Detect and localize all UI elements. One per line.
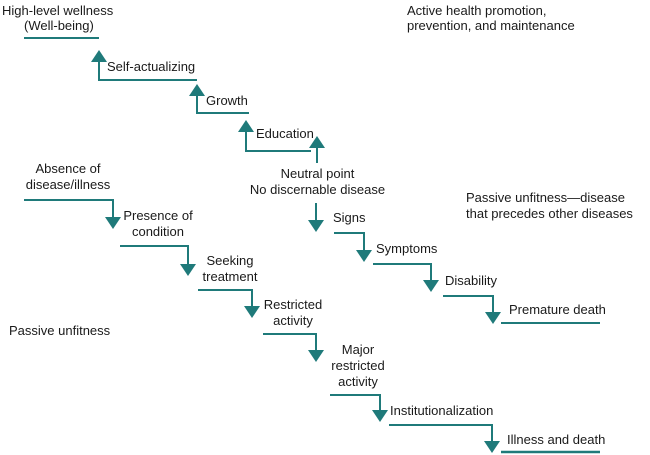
label-neutral-point: Neutral point bbox=[280, 166, 355, 181]
label-presence-1: Presence of bbox=[123, 208, 193, 223]
institutionalization-step bbox=[389, 424, 500, 453]
growth-step bbox=[189, 84, 249, 114]
label-illness-death: Illness and death bbox=[507, 432, 606, 447]
label-active-1: Active health promotion, bbox=[407, 3, 547, 18]
absence-step bbox=[24, 199, 121, 229]
label-major-2: restricted bbox=[331, 358, 385, 373]
label-education: Education bbox=[256, 126, 314, 141]
label-absence-1: Absence of bbox=[35, 161, 101, 176]
education-step bbox=[238, 120, 311, 152]
label-restricted-1: Restricted bbox=[263, 297, 323, 312]
seeking-step bbox=[198, 289, 260, 318]
major-step bbox=[330, 394, 388, 422]
signs-step bbox=[334, 232, 372, 262]
label-passive-unfitness: Passive unfitness bbox=[9, 323, 111, 338]
label-high-level-wellness: High-level wellness bbox=[2, 3, 114, 18]
label-symptoms: Symptoms bbox=[376, 241, 438, 256]
label-absence-2: disease/illness bbox=[25, 177, 111, 192]
label-growth: Growth bbox=[206, 93, 248, 108]
label-presence-2: condition bbox=[131, 224, 185, 239]
label-institutionalization: Institutionalization bbox=[390, 403, 494, 418]
label-disability: Disability bbox=[445, 273, 498, 288]
label-self-actualizing: Self-actualizing bbox=[107, 59, 196, 74]
self-actualizing-step bbox=[91, 50, 197, 81]
label-restricted-2: activity bbox=[273, 313, 313, 328]
label-active-2: prevention, and maintenance bbox=[407, 18, 575, 33]
restricted-step bbox=[263, 333, 324, 362]
disability-step bbox=[443, 295, 501, 324]
label-signs: Signs bbox=[333, 210, 366, 225]
label-passive-disease-2: that precedes other diseases bbox=[466, 206, 633, 221]
label-no-discernable-disease: No discernable disease bbox=[249, 182, 386, 197]
label-premature-death: Premature death bbox=[509, 302, 606, 317]
label-major-3: activity bbox=[338, 374, 378, 389]
presence-step bbox=[120, 245, 196, 276]
label-passive-disease-1: Passive unfitness—disease bbox=[466, 190, 625, 205]
label-seeking-1: Seeking bbox=[206, 253, 254, 268]
label-seeking-2: treatment bbox=[202, 269, 258, 284]
label-well-being: (Well-being) bbox=[24, 18, 94, 33]
symptoms-step bbox=[373, 263, 439, 292]
label-major-1: Major bbox=[341, 342, 375, 357]
